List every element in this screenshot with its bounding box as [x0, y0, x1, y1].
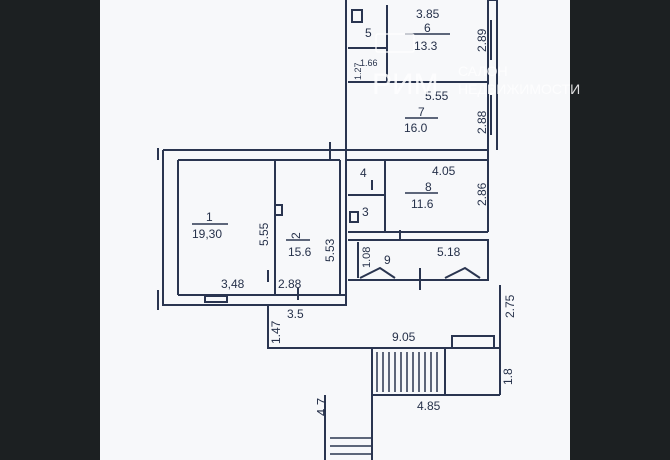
room-9-number: 9 — [384, 253, 391, 267]
wall-upper-block — [345, 0, 489, 151]
dim-3-48: 3,48 — [221, 277, 245, 291]
dim-4-05: 4.05 — [432, 164, 456, 178]
dim-1-27: 1.27 — [353, 62, 363, 80]
room-7-number: 7 — [418, 105, 425, 119]
room-4-number: 4 — [360, 166, 367, 180]
right-dark-margin — [570, 0, 670, 460]
room-6-number: 6 — [424, 21, 431, 35]
watermark-line2: НЕДВИЖИМОСТИ — [458, 81, 580, 97]
room-7-area: 16.0 — [404, 121, 428, 135]
room-8-area: 11.6 — [411, 197, 434, 211]
dim-5-55-left: 5.55 — [257, 222, 271, 246]
landing-rect — [451, 335, 495, 349]
dim-4-7: 4.7 — [314, 398, 329, 416]
door-arc-9a — [359, 266, 396, 279]
room-5-number: 5 — [365, 26, 372, 40]
room-2-number: 2 — [289, 232, 303, 239]
watermark-line1: САЛОН — [458, 63, 508, 79]
watermark: РИМ САЛОН НЕДВИЖИМОСТИ — [372, 33, 580, 101]
left-dark-margin — [0, 0, 100, 460]
wall-stair-hall — [267, 305, 501, 395]
dim-1-08: 1.08 — [361, 247, 373, 268]
fixture-3 — [349, 211, 359, 223]
watermark-brand: РИМ — [372, 68, 439, 101]
dim-3-5: 3.5 — [287, 307, 304, 321]
window-room-1 — [204, 295, 228, 303]
niche-2 — [275, 204, 283, 216]
room-6-area: 13.3 — [414, 39, 438, 53]
dim-4-85: 4.85 — [417, 399, 441, 413]
dim-2-86: 2.86 — [475, 182, 489, 206]
dim-9-05: 9.05 — [392, 330, 416, 344]
wall-room-9 — [348, 239, 489, 281]
room-8-number: 8 — [425, 180, 432, 194]
wall-left-block — [162, 150, 347, 306]
dim-5-18: 5.18 — [437, 245, 461, 259]
dim-3-85: 3.85 — [416, 7, 440, 21]
door-arc-9b — [444, 266, 481, 279]
dim-5-55-top: 5.55 — [425, 89, 449, 103]
room-3-number: 3 — [362, 205, 369, 219]
dim-5-53: 5.53 — [323, 238, 337, 262]
dim-2-89: 2.89 — [475, 28, 489, 52]
room-1-area: 19,30 — [192, 227, 222, 241]
fixture-5 — [351, 9, 363, 23]
dim-1-8: 1.8 — [501, 368, 515, 385]
walls — [157, 0, 501, 460]
room-1-number: 1 — [206, 210, 213, 224]
dim-2-75: 2.75 — [503, 294, 517, 318]
dim-2-88-right: 2.88 — [475, 110, 489, 134]
room-2-area: 15.6 — [288, 245, 312, 259]
dim-1-66: 1.66 — [360, 58, 378, 68]
dim-2-88-bottom: 2.88 — [278, 277, 302, 291]
dim-1-47: 1.47 — [269, 320, 283, 344]
watermark-logo-icon — [375, 33, 415, 53]
stair-treads — [330, 352, 438, 455]
